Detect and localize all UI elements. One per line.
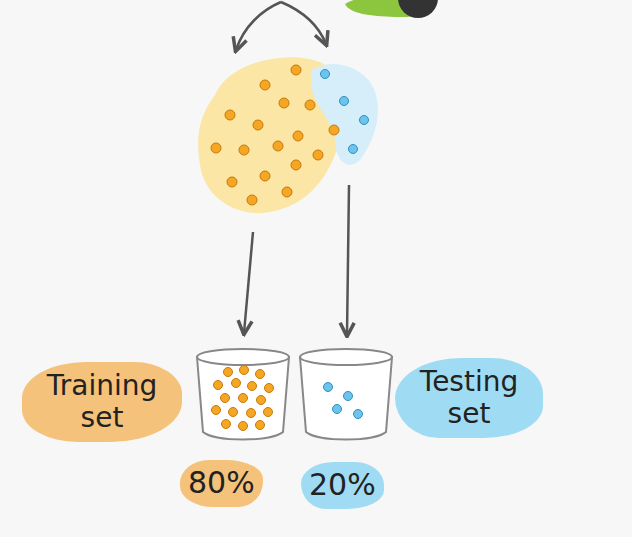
testing-cup xyxy=(300,349,392,440)
dark-circle xyxy=(398,0,438,18)
split-arrow xyxy=(236,2,281,50)
set-label: Training set xyxy=(22,362,182,442)
percent-label: 80% xyxy=(180,460,263,507)
training-dots xyxy=(212,366,274,431)
down-arrow xyxy=(244,232,253,333)
percent-label: 20% xyxy=(301,462,384,509)
split-arrow xyxy=(281,2,326,44)
training-set-group: Training set 80% xyxy=(0,340,300,530)
set-label: Testing set xyxy=(395,358,543,438)
down-arrow xyxy=(347,185,349,335)
testing-set-group: Testing set20% xyxy=(295,340,630,530)
testing-dots xyxy=(324,383,363,419)
blue-dots xyxy=(321,70,369,154)
training-cup xyxy=(197,349,289,440)
testing-data-blob xyxy=(311,64,378,165)
orange-dots xyxy=(211,65,339,205)
